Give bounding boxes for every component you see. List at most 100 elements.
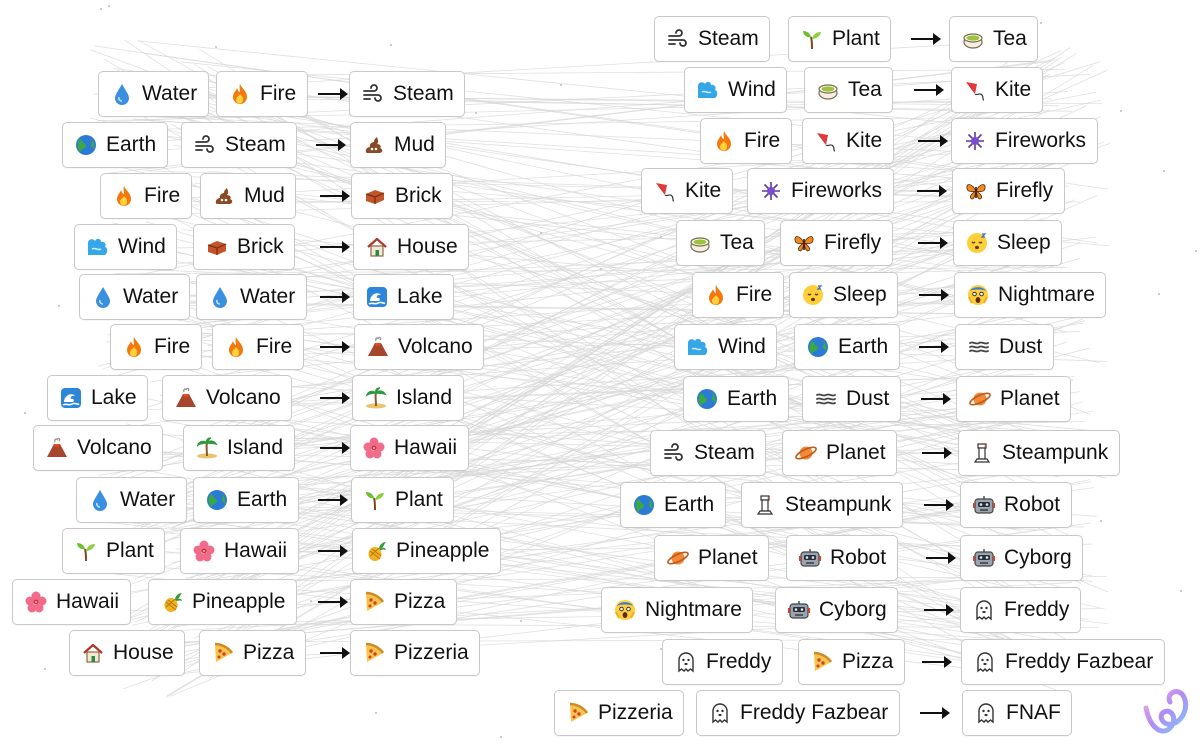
element-chip-steam[interactable]: Steam [650,430,766,476]
right-arrow-icon [917,283,951,307]
brick-icon [205,235,229,259]
element-chip-plant[interactable]: Plant [788,16,891,62]
element-chip-robot[interactable]: Robot [786,535,898,581]
element-chip-volcano[interactable]: Volcano [33,425,163,471]
fire-icon [224,335,248,359]
element-chip-fire[interactable]: Fire [100,173,192,219]
hibiscus-icon [362,436,386,460]
element-label: Hawaii [394,436,458,459]
recipe-row: Lake Volcano Island [0,375,1200,423]
element-chip-brick[interactable]: Brick [193,224,295,270]
element-chip-fireworks[interactable]: Fireworks [747,168,894,214]
element-chip-steam[interactable]: Steam [654,16,770,62]
element-chip-house[interactable]: House [353,224,469,270]
element-chip-house[interactable]: House [69,630,185,676]
element-chip-pineapple[interactable]: Pineapple [148,579,297,625]
element-chip-cyborg[interactable]: Cyborg [775,587,898,633]
right-arrow-icon [916,129,950,153]
element-chip-dust[interactable]: Dust [802,376,901,422]
element-chip-robot[interactable]: Robot [960,482,1072,528]
element-chip-lake[interactable]: Lake [47,375,148,421]
element-chip-wind[interactable]: Wind [684,67,787,113]
background-dot [520,620,522,622]
element-chip-mud[interactable]: Mud [350,122,446,168]
element-chip-pizza[interactable]: Pizza [199,630,306,676]
element-chip-fire[interactable]: Fire [216,71,308,117]
screaming-face-icon [613,598,637,622]
element-chip-earth[interactable]: Earth [62,122,168,168]
element-chip-planet[interactable]: Planet [956,376,1071,422]
element-chip-volcano[interactable]: Volcano [162,375,292,421]
element-label: Freddy [1004,598,1070,621]
element-chip-mud[interactable]: Mud [200,173,296,219]
volcano-icon [366,335,390,359]
element-chip-hawaii[interactable]: Hawaii [12,579,131,625]
background-dot [1180,590,1182,592]
planet-icon [968,387,992,411]
element-chip-tea[interactable]: Tea [676,220,765,266]
element-chip-kite[interactable]: Kite [641,168,733,214]
element-chip-water[interactable]: Water [196,274,307,320]
element-chip-fire[interactable]: Fire [212,324,304,370]
element-chip-water[interactable]: Water [76,477,187,523]
element-chip-island[interactable]: Island [352,375,464,421]
element-chip-water[interactable]: Water [98,71,209,117]
element-label: Fire [744,129,781,152]
element-chip-nightmare[interactable]: Nightmare [954,272,1106,318]
element-chip-cyborg[interactable]: Cyborg [960,535,1083,581]
element-chip-freddy-fazbear[interactable]: Freddy Fazbear [961,639,1165,685]
element-chip-firefly[interactable]: Firefly [952,168,1065,214]
element-chip-planet[interactable]: Planet [654,535,769,581]
element-chip-sleep[interactable]: Sleep [953,220,1062,266]
element-chip-pizzeria[interactable]: Pizzeria [350,630,480,676]
recipe-row: Earth Steampunk Robot [0,482,1200,530]
element-chip-earth[interactable]: Earth [683,376,789,422]
element-chip-fire[interactable]: Fire [700,118,792,164]
element-chip-tea[interactable]: Tea [949,16,1038,62]
element-chip-earth[interactable]: Earth [794,324,900,370]
element-chip-nightmare[interactable]: Nightmare [601,587,753,633]
element-chip-kite[interactable]: Kite [951,67,1043,113]
element-chip-fireworks[interactable]: Fireworks [951,118,1098,164]
element-chip-plant[interactable]: Plant [62,528,165,574]
element-chip-hawaii[interactable]: Hawaii [350,425,469,471]
element-chip-brick[interactable]: Brick [351,173,453,219]
element-chip-freddy[interactable]: Freddy [662,639,783,685]
element-chip-firefly[interactable]: Firefly [780,220,893,266]
element-chip-hawaii[interactable]: Hawaii [180,528,299,574]
element-chip-earth[interactable]: Earth [620,482,726,528]
element-chip-kite[interactable]: Kite [802,118,894,164]
element-label: Mud [244,184,285,207]
element-chip-steam[interactable]: Steam [181,122,297,168]
element-chip-dust[interactable]: Dust [955,324,1054,370]
element-chip-island[interactable]: Island [183,425,295,471]
right-arrow-icon [316,488,350,512]
element-chip-fire[interactable]: Fire [110,324,202,370]
element-chip-volcano[interactable]: Volcano [354,324,484,370]
element-chip-steampunk[interactable]: Steampunk [741,482,903,528]
element-chip-sleep[interactable]: Sleep [789,272,898,318]
element-chip-plant[interactable]: Plant [351,477,454,523]
element-chip-earth[interactable]: Earth [193,477,299,523]
element-chip-water[interactable]: Water [79,274,190,320]
kite-icon [653,179,677,203]
recipe-row: Hawaii Pineapple Pizza [0,579,1200,627]
element-chip-steam[interactable]: Steam [349,71,465,117]
element-chip-wind[interactable]: Wind [674,324,777,370]
element-chip-pizza[interactable]: Pizza [350,579,457,625]
element-chip-lake[interactable]: Lake [353,274,454,320]
element-chip-freddy-fazbear[interactable]: Freddy Fazbear [696,690,900,736]
element-chip-freddy[interactable]: Freddy [960,587,1081,633]
element-chip-tea[interactable]: Tea [804,67,893,113]
element-label: Hawaii [56,590,120,613]
element-chip-fire[interactable]: Fire [692,272,784,318]
element-label: Kite [685,179,722,202]
element-chip-pizza[interactable]: Pizza [798,639,905,685]
element-chip-wind[interactable]: Wind [74,224,177,270]
element-chip-fnaf[interactable]: FNAF [962,690,1072,736]
element-chip-steampunk[interactable]: Steampunk [958,430,1120,476]
element-chip-pineapple[interactable]: Pineapple [352,528,501,574]
element-chip-planet[interactable]: Planet [782,430,897,476]
element-chip-pizzeria[interactable]: Pizzeria [554,690,684,736]
background-dot [1163,170,1165,172]
